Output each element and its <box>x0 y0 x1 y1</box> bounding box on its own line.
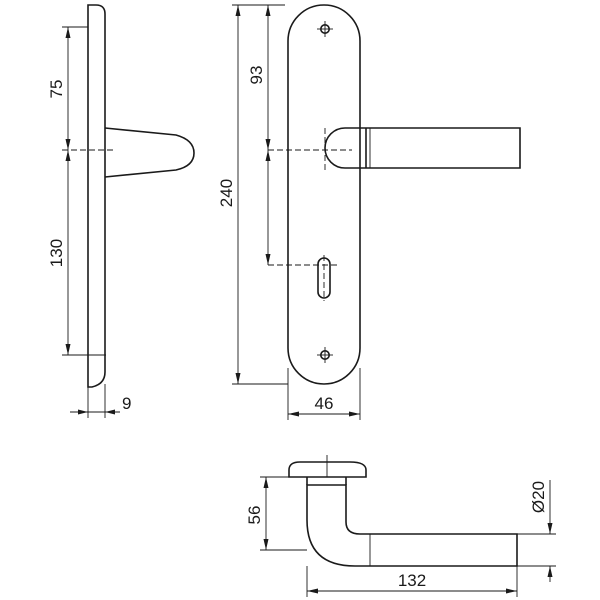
dim-label-132: 132 <box>398 571 426 590</box>
arrow <box>506 588 517 594</box>
arrow <box>307 588 318 594</box>
arrow <box>349 411 360 417</box>
front-view-lever <box>324 127 521 169</box>
top-screw-icon <box>317 21 333 37</box>
arrow <box>235 373 241 384</box>
arrow <box>78 409 88 415</box>
top-view: 56 132 Ø20 <box>245 455 556 597</box>
dim-label-130: 130 <box>47 239 66 267</box>
arrow <box>265 139 271 150</box>
arrow <box>265 5 271 16</box>
side-view: 75 130 9 <box>47 4 195 418</box>
dim-label-93: 93 <box>247 66 266 85</box>
arrow <box>65 344 71 355</box>
dim-label-9: 9 <box>122 394 131 413</box>
arrow <box>65 139 71 150</box>
side-view-backplate <box>87 4 106 388</box>
arrow <box>265 150 271 161</box>
dim-label-240: 240 <box>217 179 236 207</box>
arrow <box>547 523 553 534</box>
top-view-lever <box>306 484 518 567</box>
arrow <box>263 477 269 488</box>
side-view-lever <box>104 127 195 178</box>
arrow <box>265 254 271 265</box>
dim-label-56: 56 <box>245 506 264 525</box>
dim-label-75: 75 <box>47 80 66 99</box>
arrow <box>288 411 299 417</box>
arrow <box>547 566 553 577</box>
arrow <box>65 27 71 38</box>
arrow <box>235 5 241 16</box>
arrow <box>263 539 269 550</box>
front-view: 240 93 46 <box>217 4 521 420</box>
front-view-backplate <box>287 4 361 385</box>
top-view-rose <box>288 461 367 478</box>
arrow <box>65 150 71 161</box>
bottom-screw-icon <box>317 347 333 363</box>
dim-label-46: 46 <box>315 394 334 413</box>
arrow <box>105 409 115 415</box>
dim-label-d20: Ø20 <box>529 481 548 513</box>
